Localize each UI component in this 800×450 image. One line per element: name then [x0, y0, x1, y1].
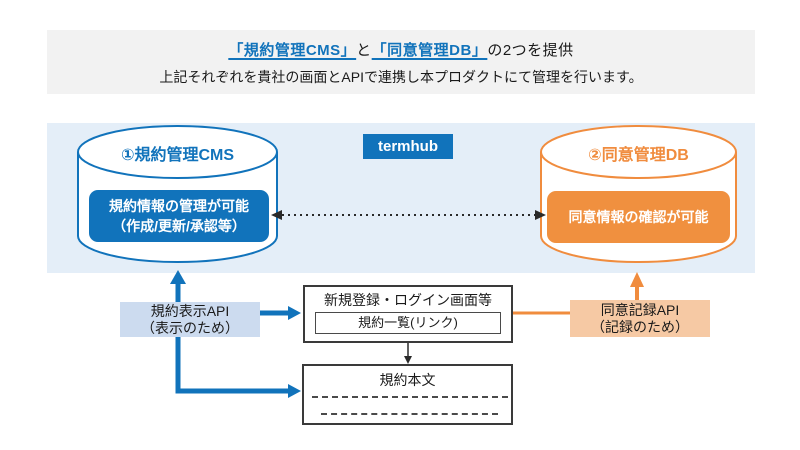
consent-db-title: ②同意管理DB — [588, 147, 689, 164]
intro-line1-tail: の2つを提供 — [487, 42, 574, 59]
consent-db-link[interactable]: 「同意管理DB」 — [371, 42, 488, 59]
terms-api-elbow-arrow — [175, 337, 301, 398]
terms-body-dash-line-2 — [321, 413, 498, 415]
consent-db-capability: 同意情報の確認が可能 — [547, 191, 730, 243]
consent-record-api-line2: （記録のため） — [591, 318, 689, 335]
termhub-badge: termhub — [363, 134, 453, 159]
arrowhead-left — [271, 210, 282, 220]
terms-cms-capability-line1: 規約情報の管理が可能 — [109, 198, 249, 214]
intro-line1-mid: と — [356, 42, 372, 59]
arrowhead-up — [170, 270, 186, 284]
terms-cms-link[interactable]: 「規約管理CMS」 — [228, 42, 357, 59]
terms-cms-capability: 規約情報の管理が可能 （作成/更新/承認等） — [89, 190, 269, 242]
arrowhead-down — [404, 356, 412, 364]
terms-cms-title: ①規約管理CMS — [120, 147, 235, 164]
registration-screen-box: 新規登録・ログイン画面等 規約一覧(リンク) — [303, 285, 513, 343]
arrowhead-right — [288, 384, 301, 398]
intro-line1: 「規約管理CMS」と「同意管理DB」の2つを提供 — [47, 39, 755, 60]
arrowhead-up — [630, 272, 644, 287]
arrowhead-right — [535, 210, 546, 220]
intro-banner: 「規約管理CMS」と「同意管理DB」の2つを提供 上記それぞれを貴社の画面とAP… — [47, 30, 755, 94]
consent-record-api-tag: 同意記録API （記録のため） — [570, 300, 710, 337]
registration-screen-title: 新規登録・ログイン画面等 — [324, 292, 492, 308]
arrowhead-right — [288, 306, 301, 320]
terms-api-up-arrow — [170, 270, 186, 302]
terms-body-title: 規約本文 — [379, 372, 436, 388]
consent-db-capability-text: 同意情報の確認が可能 — [568, 209, 709, 225]
terms-list-link-box[interactable]: 規約一覧(リンク) — [315, 312, 501, 334]
intro-line2: 上記それぞれを貴社の画面とAPIで連携し本プロダクトにて管理を行います。 — [159, 69, 643, 85]
terms-cms-capability-line2: （作成/更新/承認等） — [112, 218, 246, 234]
consent-record-api-line1: 同意記録API — [600, 301, 680, 318]
cylinder-top — [77, 125, 278, 179]
terms-display-api-line1: 規約表示API — [150, 302, 230, 319]
terms-display-api-line2: （表示のため） — [141, 319, 239, 336]
arrow-elbow — [175, 337, 289, 394]
terms-body-box: 規約本文 — [302, 364, 513, 425]
consent-api-up-arrow — [630, 272, 644, 300]
terms-body-dash-line-1 — [312, 396, 508, 398]
dotted-sync-arrow — [271, 210, 546, 220]
terms-display-api-tag: 規約表示API （表示のため） — [120, 302, 260, 337]
terms-api-right-arrow — [260, 306, 301, 320]
cylinder-top — [540, 125, 737, 179]
